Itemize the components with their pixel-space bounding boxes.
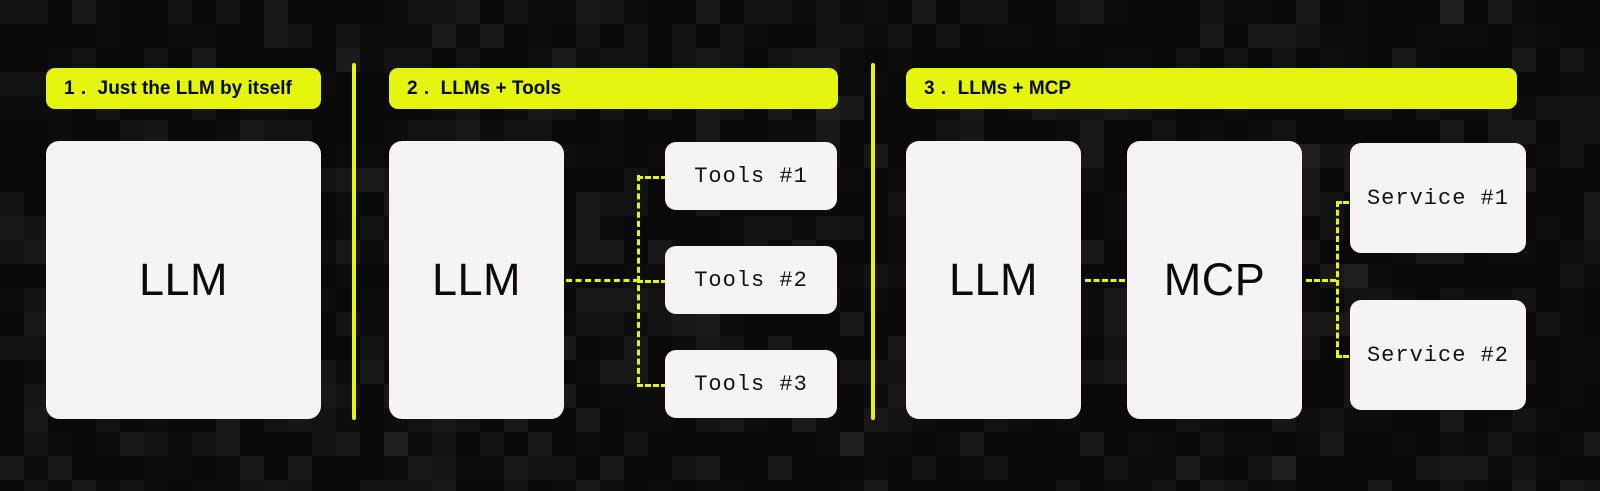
section-3-connector-llm-to-mcp — [1085, 279, 1125, 282]
section-2-connector-bus-to-tool-1 — [637, 176, 667, 179]
divider-2 — [871, 63, 875, 420]
section-2-title-pill: 2 . LLMs + Tools — [389, 68, 838, 109]
section-2-node-tool-3-label: Tools #3 — [694, 371, 808, 397]
section-2-node-tool-2-label: Tools #2 — [694, 267, 808, 293]
section-3-node-mcp-label: MCP — [1163, 254, 1266, 305]
section-1-node-llm-label: LLM — [138, 254, 229, 305]
section-3-connector-mcp-to-bus — [1306, 279, 1336, 282]
section-3-connector-bus-to-service-1 — [1336, 201, 1356, 204]
section-3-node-llm-label: LLM — [948, 254, 1039, 305]
section-2-number: 2 . — [407, 77, 430, 99]
section-2-connector-bus-to-tool-3 — [637, 384, 667, 387]
section-1-number: 1 . — [64, 77, 87, 99]
section-3-node-service-2-label: Service #2 — [1366, 342, 1510, 368]
section-3-node-mcp: MCP — [1127, 141, 1302, 419]
section-2-title: LLMs + Tools — [440, 77, 562, 99]
section-3-title: LLMs + MCP — [957, 77, 1072, 99]
section-3-connector-bus-to-service-2 — [1336, 355, 1356, 358]
section-3-connector-service-bus — [1336, 201, 1339, 356]
section-1-title: Just the LLM by itself — [97, 77, 292, 99]
section-1-node-llm: LLM — [46, 141, 321, 419]
section-2-node-llm: LLM — [389, 141, 564, 419]
section-2-node-tool-2: Tools #2 — [665, 246, 837, 314]
section-3-node-service-2: Service #2 — [1350, 300, 1526, 410]
section-2-connector-tool-bus — [637, 175, 640, 383]
section-2-connector-bus-to-tool-2 — [637, 280, 667, 283]
section-2-node-tool-1-label: Tools #1 — [694, 163, 808, 189]
section-2-node-tool-1: Tools #1 — [665, 142, 837, 210]
section-2-connector-llm-to-bus — [566, 279, 639, 282]
section-3-node-service-1: Service #1 — [1350, 143, 1526, 253]
section-3-node-llm: LLM — [906, 141, 1081, 419]
section-3-number: 3 . — [924, 77, 947, 99]
divider-1 — [352, 63, 356, 420]
section-2-node-tool-3: Tools #3 — [665, 350, 837, 418]
section-1-title-pill: 1 . Just the LLM by itself — [46, 68, 321, 109]
section-2-node-llm-label: LLM — [431, 254, 522, 305]
section-3-title-pill: 3 . LLMs + MCP — [906, 68, 1517, 109]
section-3-node-service-1-label: Service #1 — [1366, 185, 1510, 211]
